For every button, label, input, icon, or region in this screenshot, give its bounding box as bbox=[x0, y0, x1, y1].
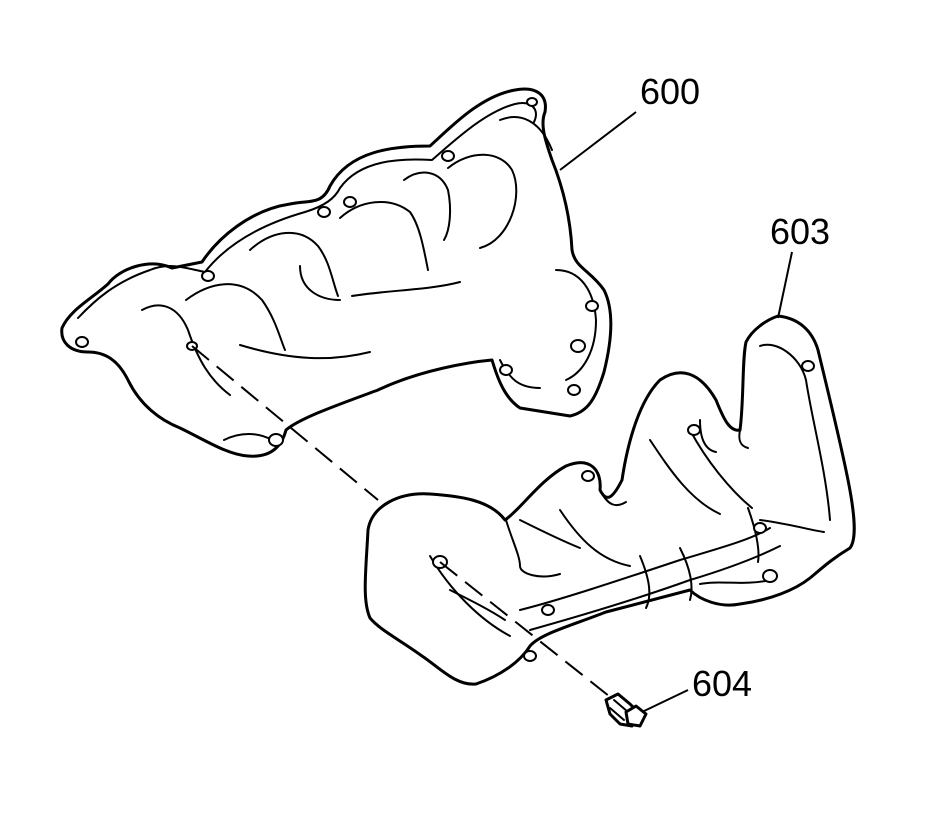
callout-label-600: 600 bbox=[640, 71, 701, 112]
leader-line-600 bbox=[559, 111, 637, 171]
callout-label-604: 604 bbox=[692, 663, 753, 704]
heat-shield-603 bbox=[363, 314, 856, 686]
callout-label-603: 603 bbox=[770, 211, 831, 252]
bolt-604 bbox=[604, 692, 648, 728]
assembly-alignment-line bbox=[191, 345, 615, 701]
leader-line-604 bbox=[641, 689, 689, 713]
exhaust-manifold-600 bbox=[60, 87, 613, 458]
leader-line-603 bbox=[777, 251, 793, 319]
